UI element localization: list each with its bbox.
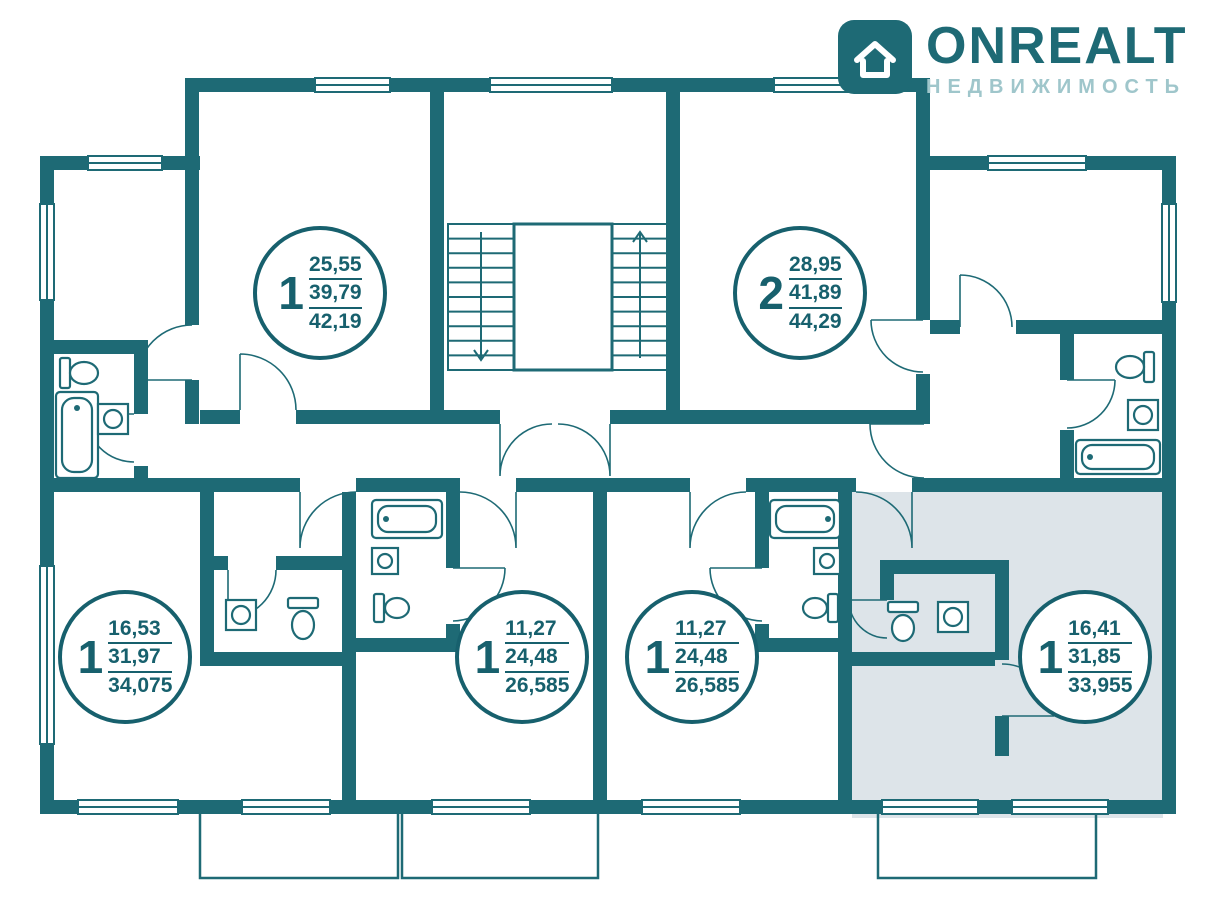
apartment-area-main: 24,48 — [675, 644, 740, 673]
sink-icon — [936, 600, 970, 634]
apartment-label-bottom-left: 1 16,53 31,97 34,075 — [58, 590, 192, 724]
apartment-area-total: 26,585 — [675, 673, 740, 697]
house-icon — [838, 20, 912, 94]
apartment-areas: 11,27 24,48 26,585 — [505, 616, 570, 699]
apartment-area-total: 33,955 — [1068, 673, 1133, 697]
apartment-label-bottom-right-highlighted: 1 16,41 31,85 33,955 — [1018, 590, 1152, 724]
windows — [39, 77, 1177, 815]
apartment-area-main: 39,79 — [309, 280, 362, 309]
balcony-left — [198, 814, 400, 880]
apartment-area-total: 44,29 — [789, 309, 842, 333]
logo-text: ONREALT НЕДВИЖИМОСТЬ — [926, 20, 1187, 99]
apartment-areas: 16,53 31,97 34,075 — [108, 616, 173, 699]
apartment-area-living: 11,27 — [675, 616, 740, 645]
window-icon — [1161, 203, 1177, 303]
balconies — [198, 814, 1098, 880]
logo-subtitle: НЕДВИЖИМОСТЬ — [926, 76, 1187, 98]
apartment-area-main: 24,48 — [505, 644, 570, 673]
window-icon — [241, 799, 331, 815]
elevator-shaft — [512, 222, 614, 372]
apartment-rooms-count: 1 — [278, 267, 305, 319]
window-icon — [87, 155, 163, 171]
apartment-areas: 25,55 39,79 42,19 — [309, 252, 362, 335]
apartment-rooms-count: 1 — [644, 631, 671, 683]
toilet-icon — [1114, 350, 1156, 384]
toilet-icon — [58, 356, 100, 390]
apartment-rooms-count: 1 — [1037, 631, 1064, 683]
bathtub-icon — [370, 498, 444, 540]
apartment-areas: 11,27 24,48 26,585 — [675, 616, 740, 699]
window-icon — [987, 155, 1087, 171]
window-icon — [641, 799, 741, 815]
apartment-rooms-count: 2 — [758, 267, 785, 319]
apartment-area-total: 42,19 — [309, 309, 362, 333]
doors — [85, 274, 1116, 717]
onrealt-logo: ONREALT НЕДВИЖИМОСТЬ — [838, 20, 1187, 99]
apartment-label-bottom-middle-left: 1 11,27 24,48 26,585 — [455, 590, 589, 724]
balcony-right — [876, 814, 1098, 880]
apartment-area-main: 31,97 — [108, 644, 173, 673]
apartment-label-top-right: 2 28,95 41,89 44,29 — [733, 226, 867, 360]
apartment-area-living: 25,55 — [309, 252, 362, 281]
window-icon — [39, 565, 55, 745]
apartment-area-living: 16,53 — [108, 616, 173, 645]
window-icon — [431, 799, 531, 815]
apartment-rooms-count: 1 — [77, 631, 104, 683]
sink-icon — [1126, 398, 1160, 432]
window-icon — [39, 203, 55, 301]
apartment-label-top-left: 1 25,55 39,79 42,19 — [253, 226, 387, 360]
apartment-area-living: 16,41 — [1068, 616, 1133, 645]
sink-icon — [224, 598, 258, 632]
toilet-icon — [886, 600, 920, 643]
window-icon — [489, 77, 613, 93]
toilet-icon — [801, 592, 840, 624]
toilet-icon — [372, 592, 411, 624]
apartment-rooms-count: 1 — [474, 631, 501, 683]
bathroom-fixtures — [54, 350, 1162, 643]
sink-icon — [812, 546, 842, 576]
apartment-area-total: 34,075 — [108, 673, 173, 697]
window-icon — [314, 77, 391, 93]
bathtub-icon — [768, 498, 842, 540]
interior-walls — [40, 78, 1162, 800]
apartment-label-bottom-middle-right: 1 11,27 24,48 26,585 — [625, 590, 759, 724]
bathtub-icon — [1074, 438, 1162, 476]
apartment-area-living: 11,27 — [505, 616, 570, 645]
bathtub-icon — [54, 390, 100, 480]
apartment-areas: 16,41 31,85 33,955 — [1068, 616, 1133, 699]
window-icon — [77, 799, 179, 815]
sink-icon — [370, 546, 400, 576]
stair-direction-arrows — [473, 230, 648, 362]
apartment-area-main: 31,85 — [1068, 644, 1133, 673]
balcony-middle — [400, 814, 600, 880]
apartment-area-main: 41,89 — [789, 280, 842, 309]
toilet-icon — [286, 596, 320, 641]
exterior-walls — [40, 78, 1176, 814]
logo-brand: ONREALT — [926, 17, 1188, 75]
staircase — [447, 222, 669, 372]
apartment-areas: 28,95 41,89 44,29 — [789, 252, 842, 335]
apartment-area-total: 26,585 — [505, 673, 570, 697]
window-icon — [881, 799, 979, 815]
window-icon — [1011, 799, 1109, 815]
sink-icon — [96, 402, 130, 436]
apartment-area-living: 28,95 — [789, 252, 842, 281]
